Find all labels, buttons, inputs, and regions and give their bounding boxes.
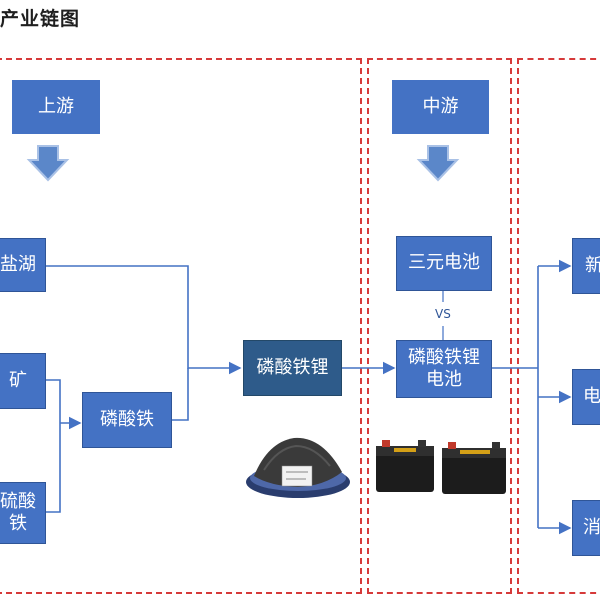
node-mine: 矿 [0,353,46,409]
node-ternary-battery: 三元电池 [396,236,492,291]
node-downstream-1: 新 [572,238,600,294]
downstream-region [517,58,600,594]
stage-upstream: 上游 [12,80,100,134]
line-saltlake-lfp [46,265,242,375]
stage-midstream: 中游 [392,80,489,134]
node-iron-phosphate: 磷酸铁 [82,392,172,448]
line-ironphosphate-lfp [172,368,189,421]
node-salt-lake: 盐湖 [0,238,46,292]
vs-label: VS [435,307,451,321]
midstream-region [367,58,512,594]
line-mine-bus [46,379,61,423]
node-downstream-3: 消 [572,500,600,556]
down-arrow-icon [416,145,460,182]
node-lfp: 磷酸铁锂 [243,340,342,396]
down-arrow-icon [26,145,70,182]
upstream-region [0,58,362,594]
node-lfp-battery: 磷酸铁锂 电池 [396,340,492,398]
battery-pack-image [376,440,506,494]
node-ferrous-sulfate: 硫酸 铁 [0,482,46,544]
node-downstream-2: 电 [572,369,600,425]
page-title: 产业链图 [0,8,81,30]
line-sulfate-bus [46,423,61,513]
lfp-powder-image [246,437,350,498]
